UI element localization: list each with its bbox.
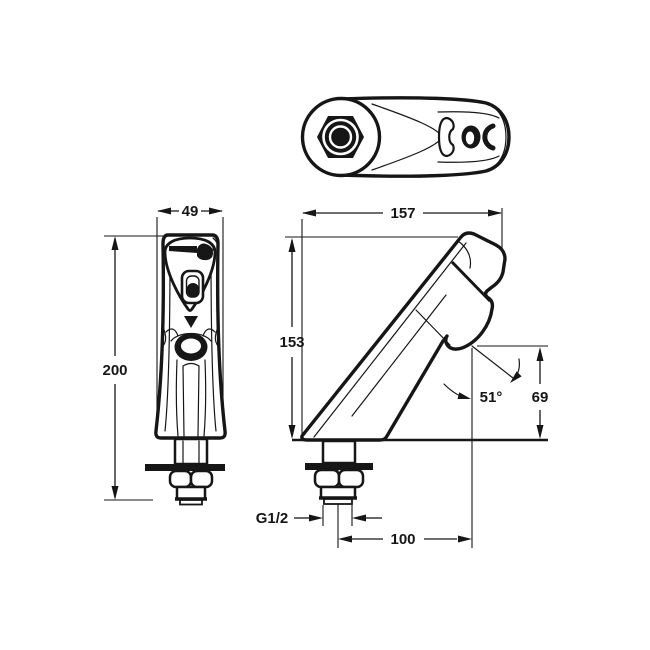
top-view-outlet-hole <box>465 131 475 145</box>
front-view-outlet-shoulder-right <box>202 328 216 337</box>
angle-leg-line <box>471 345 514 379</box>
top-view-body-outline <box>339 96 511 178</box>
front-view-shank-lower <box>175 485 207 501</box>
dim-outlet-height-label: 69 <box>532 389 549 406</box>
arrowhead-arc-left <box>457 392 471 399</box>
arrowhead-right-in <box>309 514 323 522</box>
arrowhead-right <box>458 535 472 543</box>
arrowhead-down <box>536 425 544 439</box>
top-view-outlet-cap-arc <box>482 123 496 151</box>
touch-hand-icon <box>197 243 213 261</box>
top-view <box>300 96 511 178</box>
side-view-outlet-joint-line <box>415 309 451 346</box>
front-view-inner-contour-left <box>175 359 179 437</box>
side-view-nut-lobe-left <box>313 468 341 489</box>
dim-thread-size-label: G1/2 <box>256 510 289 527</box>
arrowhead-up <box>111 236 119 250</box>
dim-outlet-offset: 100 <box>338 531 472 548</box>
top-view-top-inner-line <box>437 111 500 119</box>
side-view-back-inner-line <box>313 242 467 438</box>
front-view-sensor-slot <box>169 246 197 253</box>
arrowhead-left-in <box>352 514 366 522</box>
front-view-right-highlight <box>210 251 217 432</box>
side-view-nut-lobe-right <box>337 468 365 489</box>
dim-spout-angle: 51° <box>443 345 522 406</box>
touch-hand-motion-line-2 <box>212 237 219 251</box>
dim-side-length: 157 <box>302 205 502 222</box>
front-view-nut-lobe-left <box>168 469 193 489</box>
front-view-outlet-wing-right <box>214 326 219 347</box>
side-view-shank-upper <box>321 439 357 465</box>
side-view-thread-tip <box>323 498 353 505</box>
side-view-cap-joint-line <box>450 260 492 303</box>
dim-outlet-height: 69 <box>532 347 549 439</box>
dim-side-height-label: 153 <box>279 334 304 351</box>
side-view-cap-inner-curve <box>457 240 472 269</box>
arrowhead-left <box>302 209 316 217</box>
arrowhead-down <box>288 425 296 439</box>
dim-outlet-offset-label: 100 <box>390 531 415 548</box>
dim-front-width: 49 <box>157 203 223 220</box>
front-view-inner-contour-center <box>182 362 200 437</box>
top-view-aerator-clip <box>437 116 455 158</box>
dim-front-height: 200 <box>102 236 128 500</box>
front-view-inner-contour-right <box>203 359 207 437</box>
arrowhead-arc-right <box>510 371 522 383</box>
front-view <box>104 217 227 506</box>
arrowhead-left <box>157 207 171 215</box>
dim-side-height: 153 <box>279 238 305 439</box>
front-view-shank-upper <box>173 437 209 466</box>
front-view-mounting-flange <box>145 464 225 471</box>
top-view-end-inner-line <box>493 106 507 168</box>
front-view-nut-lobe-right <box>189 469 214 489</box>
dim-side-length-label: 157 <box>390 205 415 222</box>
arrowhead-down <box>111 486 119 500</box>
side-view-mounting-flange <box>305 463 373 470</box>
top-view-bottom-inner-line <box>437 155 500 163</box>
touch-hand-motion-line-1 <box>208 240 214 251</box>
top-view-nut-ring-inner <box>328 125 353 149</box>
side-view-axis-line <box>351 294 447 417</box>
arrowhead-right <box>209 207 223 215</box>
dim-spout-angle-label: 51° <box>480 389 503 406</box>
front-view-indicator-triangle <box>184 316 198 328</box>
arrowhead-up <box>288 238 296 252</box>
front-view-thread-tip <box>179 499 203 506</box>
dim-front-height-label: 200 <box>102 362 127 379</box>
arrowhead-up <box>536 347 544 361</box>
front-view-aerator-hole <box>181 338 201 354</box>
arrowhead-left <box>338 535 352 543</box>
dim-front-width-label: 49 <box>182 203 199 220</box>
front-view-outlet-wing-left <box>162 326 167 347</box>
side-view <box>285 208 548 548</box>
front-view-outlet-shoulder-left <box>165 328 179 337</box>
arrowhead-right <box>488 209 502 217</box>
side-view-body-outline <box>300 231 507 442</box>
front-view-cartridge-dot <box>186 283 200 297</box>
dim-thread-size: G1/2 <box>256 510 382 527</box>
dimension-annotations: 49 200 157 153 <box>102 203 548 548</box>
top-view-nut-ring-outer <box>322 118 359 156</box>
